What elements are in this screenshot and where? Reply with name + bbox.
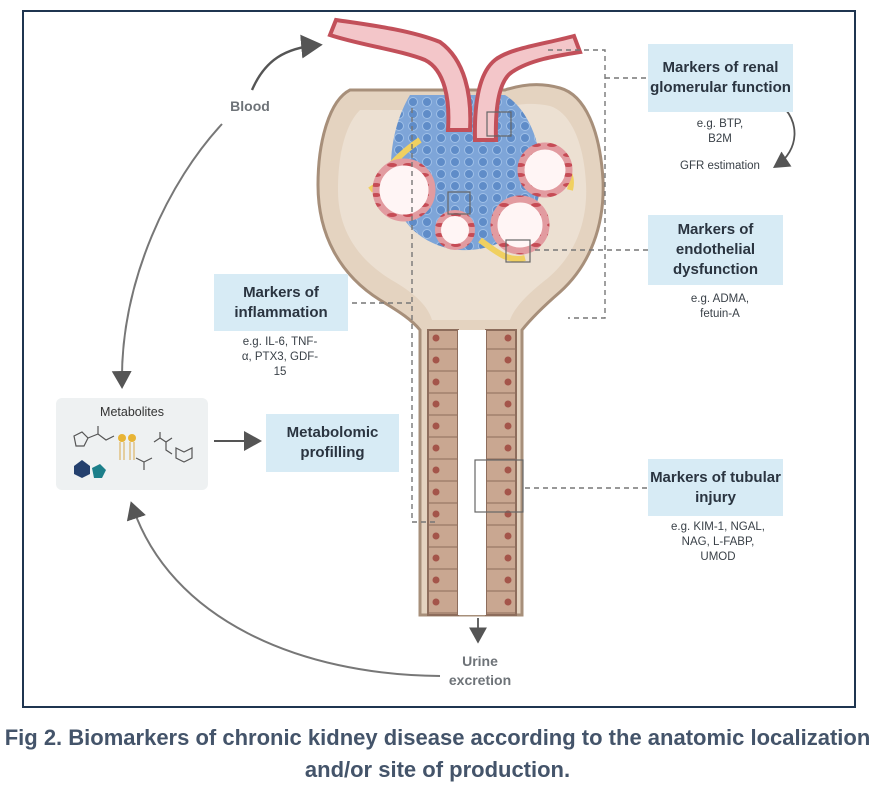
tubule-cell-nucleus — [504, 576, 512, 584]
tubule-cell-nucleus — [504, 378, 512, 386]
tubule-cell-nucleus — [432, 488, 440, 496]
tubule-wall-right — [485, 329, 517, 616]
urine-excretion-label: Urine excretion — [448, 653, 512, 688]
tubule-cell-nucleus — [504, 356, 512, 364]
renal-example-note: e.g. BTP, B2M — [696, 118, 744, 145]
mesangium-focus-box — [447, 191, 471, 215]
inflammation-example-note: e.g. IL-6, TNF-α, PTX3, GDF-15 — [241, 336, 319, 378]
afferent-arteriole — [327, 17, 473, 132]
figure-caption: Fig 2. Biomarkers of chronic kidney dise… — [4, 725, 871, 782]
tubule-cell-nucleus — [504, 444, 512, 452]
renal-glomerular-function-box: Markers of renal glomerular function — [648, 44, 793, 112]
tubule-cell-nucleus — [504, 422, 512, 430]
tubule-cell-nucleus — [504, 598, 512, 606]
blood-to-metabolites-arrow — [111, 123, 223, 389]
tubule-cell-nucleus — [432, 554, 440, 562]
endothelial-focus-box — [505, 239, 531, 263]
tubule-cell-nucleus — [432, 422, 440, 430]
tubule-cell-nucleus — [432, 378, 440, 386]
tubule-wall-left — [427, 329, 459, 616]
tubular-focus-box — [474, 459, 524, 513]
renal-to-gfr-arrow — [773, 103, 796, 168]
tubule-cell-nucleus — [504, 334, 512, 342]
blood-to-vessel-arrow — [250, 34, 323, 91]
tubular-injury-box: Markers of tubular injury — [648, 459, 783, 516]
tubule-cell-nucleus — [432, 510, 440, 518]
tubule-cell-nucleus — [504, 488, 512, 496]
metabolites-label: Metabolites — [100, 405, 164, 419]
tubule-cell-nucleus — [432, 334, 440, 342]
inflammation-box: Markers of inflammation — [214, 274, 348, 331]
tubule-cell-nucleus — [504, 532, 512, 540]
tubule-cell-nucleus — [504, 400, 512, 408]
tubular-example-note: e.g. KIM-1, NGAL, NAG, L-FABP, UMOD — [671, 521, 765, 563]
endothelial-dysfunction-box: Markers of endothelial dysfunction — [648, 215, 783, 285]
tubule-cell-nucleus — [432, 532, 440, 540]
tubule-cells — [428, 334, 516, 614]
dashed-connectors — [352, 49, 648, 523]
tubule-cell-nucleus — [432, 400, 440, 408]
efferent-arteriole — [472, 33, 583, 142]
blood-label: Blood — [230, 98, 270, 114]
tubule-lumen — [458, 330, 486, 615]
endothelial-example-note: e.g. ADMA, fetuin-A — [690, 293, 750, 320]
tubule-cell-nucleus — [432, 598, 440, 606]
gfr-estimation-note: GFR estimation — [680, 160, 760, 172]
metabolites-panel: Metabolites — [56, 398, 208, 490]
tubule-cell-nucleus — [432, 444, 440, 452]
tubule-cell-nucleus — [504, 466, 512, 474]
urine-to-metabolites-arrow — [126, 501, 441, 677]
metabolite-structures — [73, 426, 193, 478]
metabolomic-profiling-box: Metabolomic profilling — [266, 414, 399, 472]
tubule-cell-nucleus — [432, 356, 440, 364]
glomerular-focus-box — [486, 111, 512, 137]
tubule-cell-nucleus — [432, 576, 440, 584]
tubule-cell-nucleus — [432, 466, 440, 474]
tubule-cell-nucleus — [504, 554, 512, 562]
capillary-loops — [372, 142, 573, 255]
